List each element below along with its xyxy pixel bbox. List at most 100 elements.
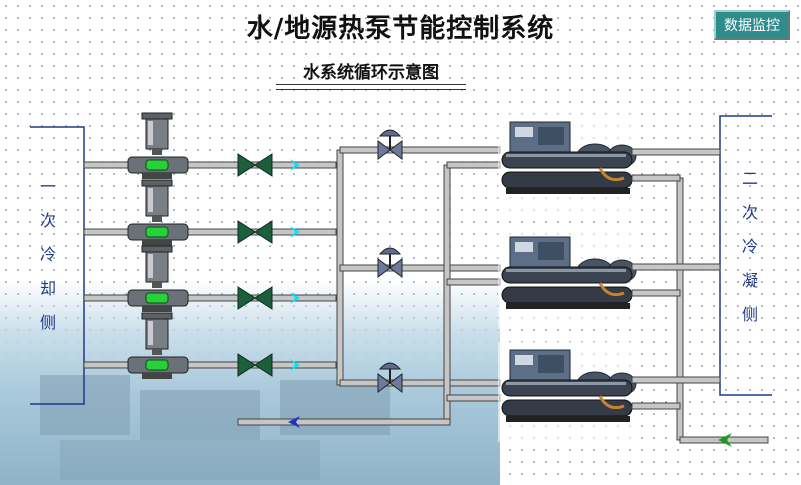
pump-motor-highlight [148, 121, 153, 145]
secondary-condensing-side-label: 二次冷凝侧 [738, 162, 762, 332]
control-valve-actuator [378, 362, 402, 370]
condenser-water-in-pipe [631, 402, 681, 410]
condenser-water-out-pipe [631, 148, 721, 156]
control-valve-actuator [378, 129, 402, 137]
flow-arrow-icon [288, 416, 300, 428]
secondary-condensing-side-char: 侧 [741, 305, 758, 324]
valve-left-triangle [237, 153, 256, 177]
chiller-copper-pipe [598, 395, 625, 410]
chiller-vent [538, 127, 564, 145]
pump-coupling [152, 282, 162, 288]
pump-cap [141, 179, 173, 187]
return-header-pipe [443, 164, 451, 426]
condenser-supply-header-pipe [676, 177, 684, 441]
chiller-supply-pipe [339, 379, 501, 387]
valve-right-triangle [254, 220, 273, 244]
pump-coupling [152, 216, 162, 222]
pump-base [142, 373, 172, 379]
pump-icon [127, 245, 189, 312]
chiller-copper-pipe [598, 282, 625, 297]
check-valve-icon [237, 153, 273, 177]
chiller-panel [515, 355, 533, 365]
pump-coupling [152, 349, 162, 355]
data-monitor-button[interactable]: 数据监控 [714, 10, 790, 40]
flow-arrow-icon [290, 292, 300, 304]
flow-arrow-icon [290, 226, 300, 238]
chiller-base [506, 188, 630, 194]
control-valve-icon [377, 129, 403, 160]
primary-cooling-side-char: 侧 [39, 313, 56, 332]
valve-right-triangle [254, 153, 273, 177]
valve-right-triangle [254, 286, 273, 310]
chiller-unit-icon [498, 229, 638, 329]
flow-arrow-icon [290, 159, 300, 171]
control-valve-right [389, 258, 403, 278]
pump-base [142, 173, 172, 179]
control-valve-actuator [378, 247, 402, 255]
page-title: 水/地源热泵节能控制系统 [246, 14, 555, 44]
control-valve-left [377, 140, 391, 160]
chiller-supply-pipe [339, 146, 501, 154]
primary-cooling-side-char: 一 [39, 177, 56, 196]
condenser-water-out-pipe [631, 376, 721, 384]
diagram-subtitle: 水系统循环示意图 [303, 63, 439, 83]
control-valve-icon [377, 247, 403, 278]
pump-icon [127, 179, 189, 246]
pump-status-indicator [145, 226, 169, 238]
secondary-condensing-side-char: 次 [741, 203, 758, 222]
primary-return-pipe [237, 418, 451, 426]
check-valve-icon [237, 353, 273, 377]
pump-motor-highlight [148, 254, 153, 278]
control-valve-left [377, 373, 391, 393]
pump-icon [127, 312, 189, 379]
chiller-supply-pipe [339, 264, 501, 272]
control-valve-icon [377, 362, 403, 393]
chiller-shell-highlight [506, 154, 626, 157]
pump-base [142, 306, 172, 312]
primary-cooling-side-char: 却 [39, 279, 56, 298]
valve-right-triangle [254, 353, 273, 377]
chiller-return-pipe [446, 278, 501, 286]
check-valve-icon [237, 220, 273, 244]
chiller-unit-icon [498, 114, 638, 214]
secondary-condensing-side-char: 冷 [741, 237, 758, 256]
pump-coupling [152, 149, 162, 155]
condenser-water-in-pipe [631, 174, 681, 182]
control-valve-left [377, 258, 391, 278]
pump-base [142, 240, 172, 246]
subtitle-underline [276, 84, 466, 90]
flow-arrow-icon [290, 359, 300, 371]
chiller-panel [515, 242, 533, 252]
pump-cap [141, 312, 173, 320]
condenser-water-out-pipe [631, 263, 721, 271]
chiller-copper-pipe [598, 167, 625, 182]
chiller-panel [515, 127, 533, 137]
pump-cap [141, 245, 173, 253]
control-valve-right [389, 140, 403, 160]
pump-cap [141, 112, 173, 120]
valve-left-triangle [237, 286, 256, 310]
secondary-side-bracket [719, 115, 772, 396]
chiller-shell-highlight [506, 382, 626, 385]
valve-left-triangle [237, 353, 256, 377]
pump-line-pipe [83, 294, 337, 302]
chiller-unit-icon [498, 342, 638, 442]
primary-cooling-side-char: 次 [39, 211, 56, 230]
check-valve-icon [237, 286, 273, 310]
chiller-return-pipe [446, 394, 501, 402]
pump-status-indicator [145, 359, 169, 371]
flow-arrow-icon [718, 433, 732, 447]
chiller-vent [538, 242, 564, 260]
pump-status-indicator [145, 292, 169, 304]
chiller-base [506, 303, 630, 309]
pump-status-indicator [145, 159, 169, 171]
chiller-vent [538, 355, 564, 373]
pump-line-pipe [83, 361, 337, 369]
secondary-condensing-side-char: 凝 [741, 271, 758, 290]
chiller-shell-highlight [506, 269, 626, 272]
pump-motor-highlight [148, 321, 153, 345]
condenser-water-in-pipe [631, 289, 681, 297]
chiller-base [506, 416, 630, 422]
